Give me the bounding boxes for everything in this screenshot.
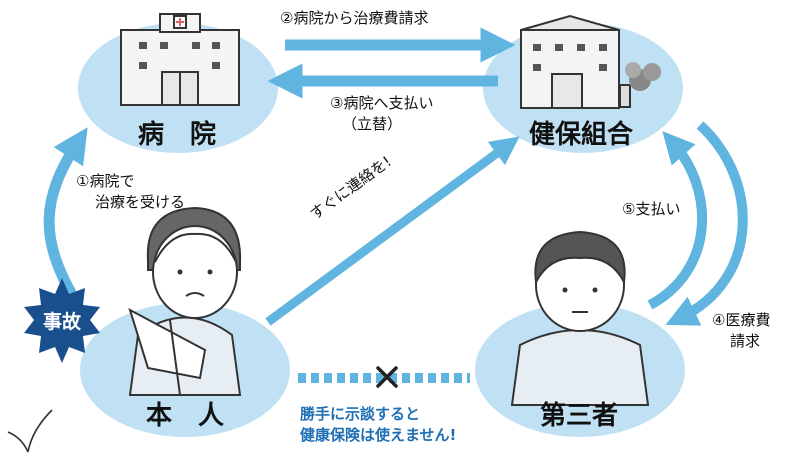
- warning-line2: 健康保険は使えません!: [300, 426, 457, 444]
- arrow-self-to-insurer: [265, 136, 520, 326]
- step-2-label: ②病院から治療費請求: [280, 9, 429, 27]
- arrow-third-party-to-insurer: [647, 131, 708, 310]
- step-4-label-line1: ④医療費: [712, 311, 771, 329]
- arrow-self-to-hospital: [43, 127, 88, 303]
- accident-badge: [24, 278, 100, 363]
- step-1-label-line2: 治療を受ける: [95, 193, 186, 211]
- step-1-label-line1: ①病院で: [76, 172, 135, 190]
- third-party-label: 第三者: [540, 401, 619, 431]
- office-building-icon: [520, 14, 661, 109]
- step-5-label: ⑤支払い: [622, 200, 681, 218]
- injured-person-icon: [128, 206, 242, 396]
- step-4-label-line2: 請求: [730, 332, 761, 350]
- check-mark-icon: [7, 409, 53, 453]
- step-3-label-line1: ③病院へ支払い: [330, 94, 434, 112]
- step-3-label-line2: （立替）: [342, 115, 403, 133]
- worried-person-icon: [510, 230, 650, 406]
- arrow-insurer-to-third-party: [665, 121, 748, 326]
- cross-mark-icon: [376, 366, 398, 388]
- hospital-building-icon: [120, 13, 240, 106]
- accident-label: 事故: [43, 311, 82, 333]
- insurer-label: 健保組合: [529, 120, 634, 150]
- warning-line1: 勝手に示談すると: [300, 405, 421, 423]
- self-label: 本 人: [146, 401, 225, 431]
- hospital-label: 病 院: [138, 120, 217, 150]
